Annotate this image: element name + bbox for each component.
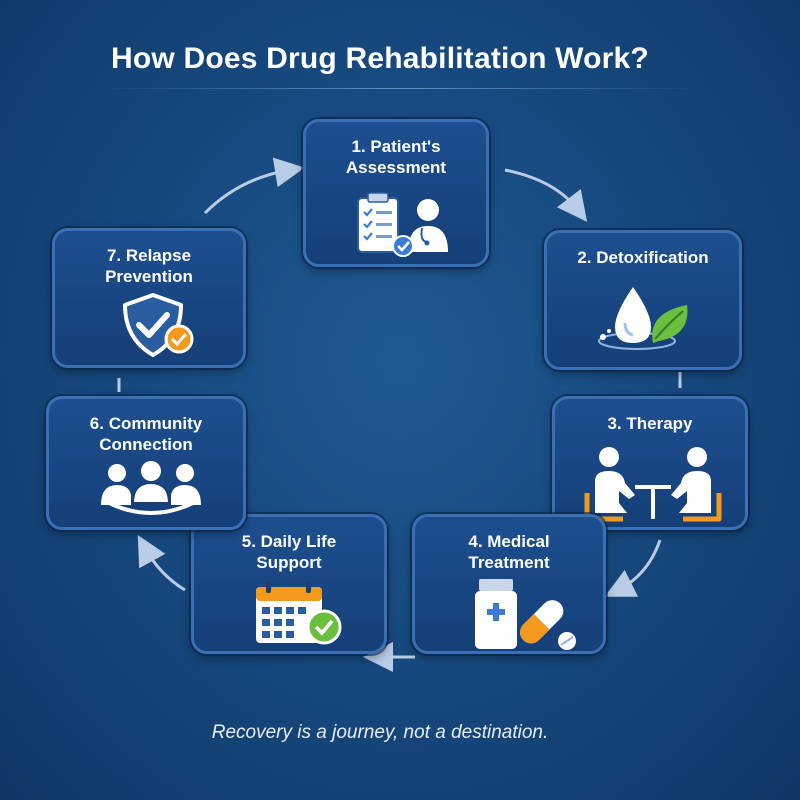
- step-card-relapse-prevention: 7. Relapse Prevention: [52, 228, 246, 368]
- step-title-line2: Prevention: [105, 267, 193, 286]
- community-group-icon: [101, 461, 201, 515]
- step-title-line1: 2. Detoxification: [577, 248, 709, 267]
- page-title: How Does Drug Rehabilitation Work?: [111, 42, 649, 75]
- shield-check-icon: [123, 293, 194, 357]
- arrow-7-to-1: [203, 157, 305, 215]
- arrow-5-to-6: [137, 534, 186, 592]
- step-card-therapy: 3. Therapy: [552, 396, 748, 530]
- step-title-line1: 4. Medical: [468, 532, 550, 551]
- medicine-bottle-pill-icon: [475, 579, 576, 650]
- clipboard-doctor-icon: [357, 192, 448, 257]
- step-title-line1: 7. Relapse: [106, 246, 192, 265]
- step-title-line1: 6. Community: [89, 414, 203, 433]
- therapy-session-icon: [584, 447, 722, 522]
- step-title-line1: 3. Therapy: [607, 414, 693, 433]
- step-card-assessment: 1. Patient's Assessment: [303, 119, 489, 267]
- step-title-line2: Connection: [99, 435, 193, 454]
- step-card-medical-treatment: 4. Medical Treatment: [412, 514, 606, 654]
- step-title-line1: 1. Patient's: [351, 137, 441, 156]
- water-drop-leaf-icon: [598, 287, 688, 350]
- step-title-line2: Support: [256, 553, 322, 572]
- arrow-1-to-2: [504, 168, 588, 222]
- step-card-daily-life-support: 5. Daily Life Support: [191, 514, 387, 654]
- step-title-line2: Treatment: [468, 553, 550, 572]
- arrow-3-to-4: [604, 539, 662, 597]
- title-divider: [100, 88, 700, 89]
- tagline: Recovery is a journey, not a destination…: [211, 722, 549, 743]
- step-card-community-connection: 6. Community Connection: [46, 396, 246, 530]
- step-card-detoxification: 2. Detoxification: [544, 230, 742, 370]
- step-title-line1: 5. Daily Life: [241, 532, 337, 551]
- calendar-check-icon: [256, 581, 342, 645]
- step-title-line2: Assessment: [345, 158, 447, 177]
